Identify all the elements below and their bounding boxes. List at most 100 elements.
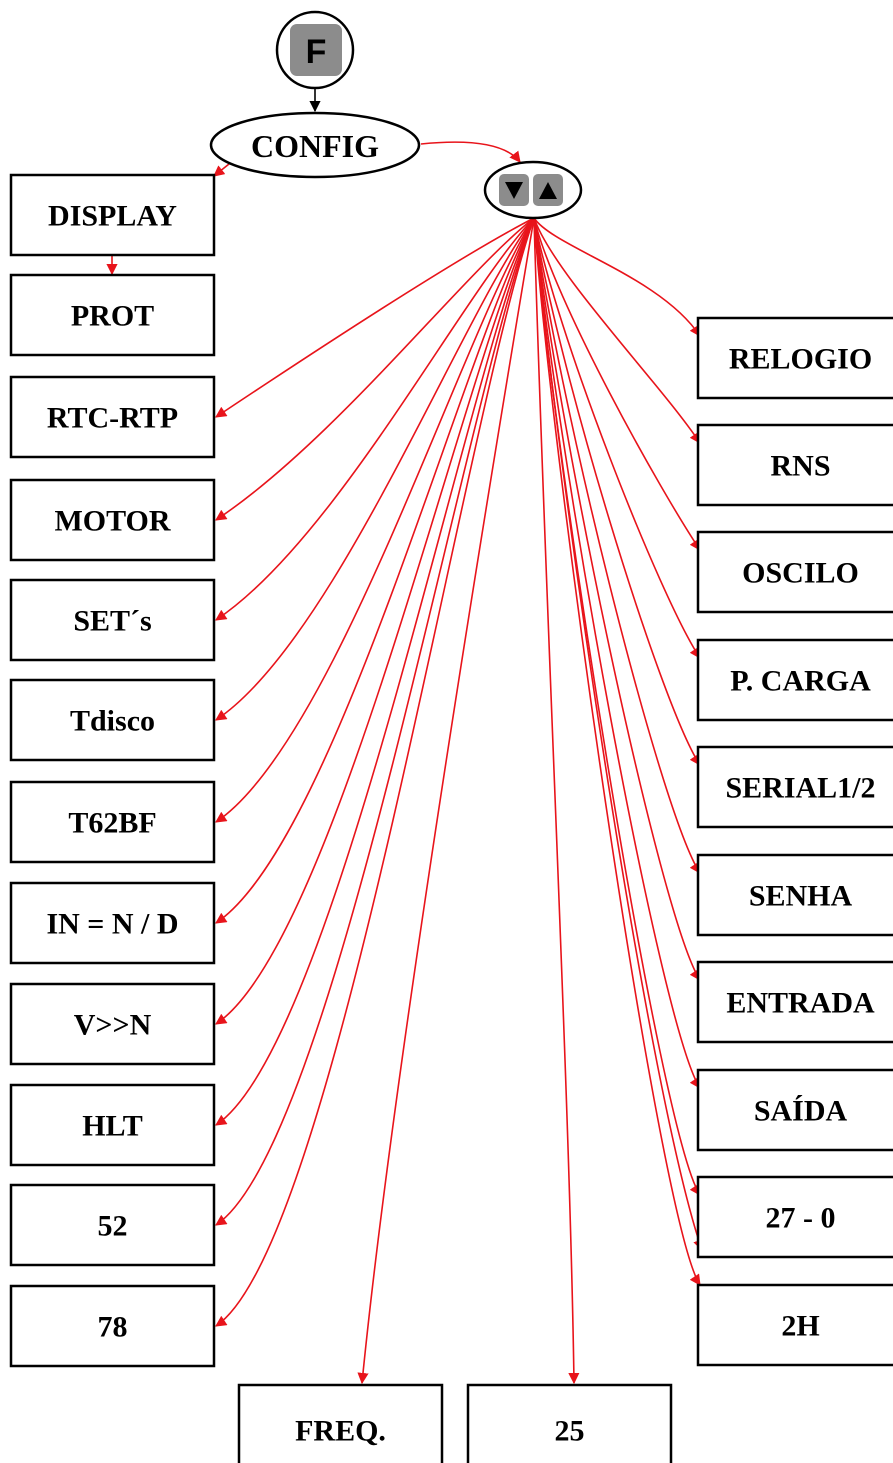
f-key-label: F bbox=[306, 33, 327, 71]
triangle-up-icon bbox=[539, 182, 557, 199]
left-node-set-s-box bbox=[9, 578, 216, 662]
left-node-78-label: 78 bbox=[98, 1311, 128, 1344]
edge-nav-to-left-set-s bbox=[215, 217, 535, 621]
left-node-in-n-d-box bbox=[9, 881, 216, 965]
edge-nav-to-left-in-n-d bbox=[215, 217, 535, 924]
bottom-node-25[interactable]: 25 bbox=[466, 1383, 673, 1463]
left-node-hlt[interactable]: HLT bbox=[9, 1083, 216, 1167]
left-node-t62bf[interactable]: T62BF bbox=[9, 780, 216, 864]
left-node-v-n-label: V>>N bbox=[74, 1009, 152, 1042]
edge-nav-to-right-rns bbox=[533, 217, 701, 444]
f-key-icon bbox=[290, 24, 342, 76]
right-node-27-0[interactable]: 27 - 0 bbox=[696, 1175, 893, 1259]
bottom-node-freq-box bbox=[237, 1383, 444, 1463]
left-node-rtc-rtp-label: RTC-RTP bbox=[47, 402, 178, 435]
left-node-t62bf-box bbox=[9, 780, 216, 864]
f-key-node[interactable]: F bbox=[275, 10, 355, 90]
left-node-set-s[interactable]: SET´s bbox=[9, 578, 216, 662]
left-node-52-label: 52 bbox=[98, 1210, 128, 1243]
left-node-tdisco[interactable]: Tdisco bbox=[9, 678, 216, 762]
right-node-rns-label: RNS bbox=[770, 450, 830, 483]
left-node-motor[interactable]: MOTOR bbox=[9, 478, 216, 562]
left-node-t62bf-label: T62BF bbox=[68, 807, 156, 840]
left-node-motor-label: MOTOR bbox=[54, 505, 170, 538]
edge-nav-to-right-entrada bbox=[533, 217, 701, 981]
bottom-node-freq[interactable]: FREQ. bbox=[237, 1383, 444, 1463]
right-node-entrada[interactable]: ENTRADA bbox=[696, 960, 893, 1044]
right-node-oscilo-label: OSCILO bbox=[742, 557, 859, 590]
right-node-entrada-box bbox=[696, 960, 893, 1044]
right-node-27-0-box bbox=[696, 1175, 893, 1259]
left-node-v-n-box bbox=[9, 982, 216, 1066]
right-node-sa-da-box bbox=[696, 1068, 893, 1152]
right-node-oscilo[interactable]: OSCILO bbox=[696, 530, 893, 614]
right-node-p-carga-box bbox=[696, 638, 893, 722]
triangle-down-icon bbox=[505, 182, 523, 199]
left-node-prot-label: PROT bbox=[71, 300, 154, 333]
right-node-senha-box bbox=[696, 853, 893, 937]
edge-nav-to-right-p-carga bbox=[533, 217, 701, 659]
edge-nav-to-left-rtc-rtp bbox=[215, 217, 535, 418]
edge-nav-to-right-2h bbox=[533, 217, 701, 1286]
right-node-2h-box bbox=[696, 1283, 893, 1367]
left-node-rtc-rtp[interactable]: RTC-RTP bbox=[9, 375, 216, 459]
left-node-78[interactable]: 78 bbox=[9, 1284, 216, 1368]
left-node-tdisco-box bbox=[9, 678, 216, 762]
right-node-sa-da[interactable]: SAÍDA bbox=[696, 1068, 893, 1152]
edge-nav-to-right-senha bbox=[533, 217, 701, 874]
left-node-motor-box bbox=[9, 478, 216, 562]
edge-nav-to-right-serial1-2 bbox=[533, 217, 701, 766]
left-node-rtc-rtp-box bbox=[9, 375, 216, 459]
left-node-prot[interactable]: PROT bbox=[9, 273, 216, 357]
left-node-in-n-d-label: IN = N / D bbox=[46, 908, 178, 941]
edges-layer bbox=[106, 88, 704, 1385]
edge-nav-to-left-motor bbox=[215, 217, 535, 521]
right-node-2h[interactable]: 2H bbox=[696, 1283, 893, 1367]
left-node-v-n[interactable]: V>>N bbox=[9, 982, 216, 1066]
right-node-oscilo-box bbox=[696, 530, 893, 614]
right-node-senha[interactable]: SENHA bbox=[696, 853, 893, 937]
left-node-52[interactable]: 52 bbox=[9, 1183, 216, 1267]
right-node-senha-label: SENHA bbox=[749, 880, 853, 913]
left-node-display-box bbox=[9, 173, 216, 257]
left-node-tdisco-label: Tdisco bbox=[70, 705, 155, 738]
right-node-relogio[interactable]: RELOGIO bbox=[696, 316, 893, 400]
left-node-52-box bbox=[9, 1183, 216, 1267]
edge-nav-to-left-52 bbox=[215, 217, 535, 1226]
bottom-node-freq-label: FREQ. bbox=[295, 1415, 386, 1448]
right-node-relogio-box bbox=[696, 316, 893, 400]
left-node-in-n-d[interactable]: IN = N / D bbox=[9, 881, 216, 965]
right-node-rns-box bbox=[696, 423, 893, 507]
left-node-hlt-box bbox=[9, 1083, 216, 1167]
right-node-entrada-label: ENTRADA bbox=[726, 987, 875, 1020]
right-node-serial1-2[interactable]: SERIAL1/2 bbox=[696, 745, 893, 829]
config-node[interactable]: CONFIG bbox=[209, 111, 421, 179]
left-node-set-s-label: SET´s bbox=[73, 605, 151, 638]
bottom-node-25-box bbox=[466, 1383, 673, 1463]
right-node-p-carga[interactable]: P. CARGA bbox=[696, 638, 893, 722]
right-node-serial1-2-box bbox=[696, 745, 893, 829]
config-label: CONFIG bbox=[251, 128, 379, 164]
edge-config-to-nav bbox=[420, 141, 521, 163]
edge-nav-to-left-v-n bbox=[215, 217, 535, 1025]
edge-nav-to-left-t62bf bbox=[215, 217, 535, 823]
nav-keys-node[interactable] bbox=[483, 160, 583, 220]
left-node-display-label: DISPLAY bbox=[48, 200, 177, 233]
left-node-78-box bbox=[9, 1284, 216, 1368]
right-node-27-0-label: 27 - 0 bbox=[766, 1202, 836, 1235]
left-node-hlt-label: HLT bbox=[82, 1110, 143, 1143]
edge-nav-to-right-relogio bbox=[533, 217, 701, 337]
edge-nav-to-left-tdisco bbox=[215, 217, 535, 721]
left-node-prot-box bbox=[9, 273, 216, 357]
right-node-relogio-label: RELOGIO bbox=[729, 343, 872, 376]
right-node-serial1-2-label: SERIAL1/2 bbox=[725, 772, 875, 805]
edge-nav-to-left-78 bbox=[215, 217, 535, 1327]
edge-nav-to-left-hlt bbox=[215, 217, 535, 1126]
right-node-rns[interactable]: RNS bbox=[696, 423, 893, 507]
bottom-node-25-label: 25 bbox=[555, 1415, 585, 1448]
left-node-display[interactable]: DISPLAY bbox=[9, 173, 216, 257]
right-node-p-carga-label: P. CARGA bbox=[730, 665, 871, 698]
edge-nav-to-right-27-0-lower bbox=[533, 217, 704, 1252]
